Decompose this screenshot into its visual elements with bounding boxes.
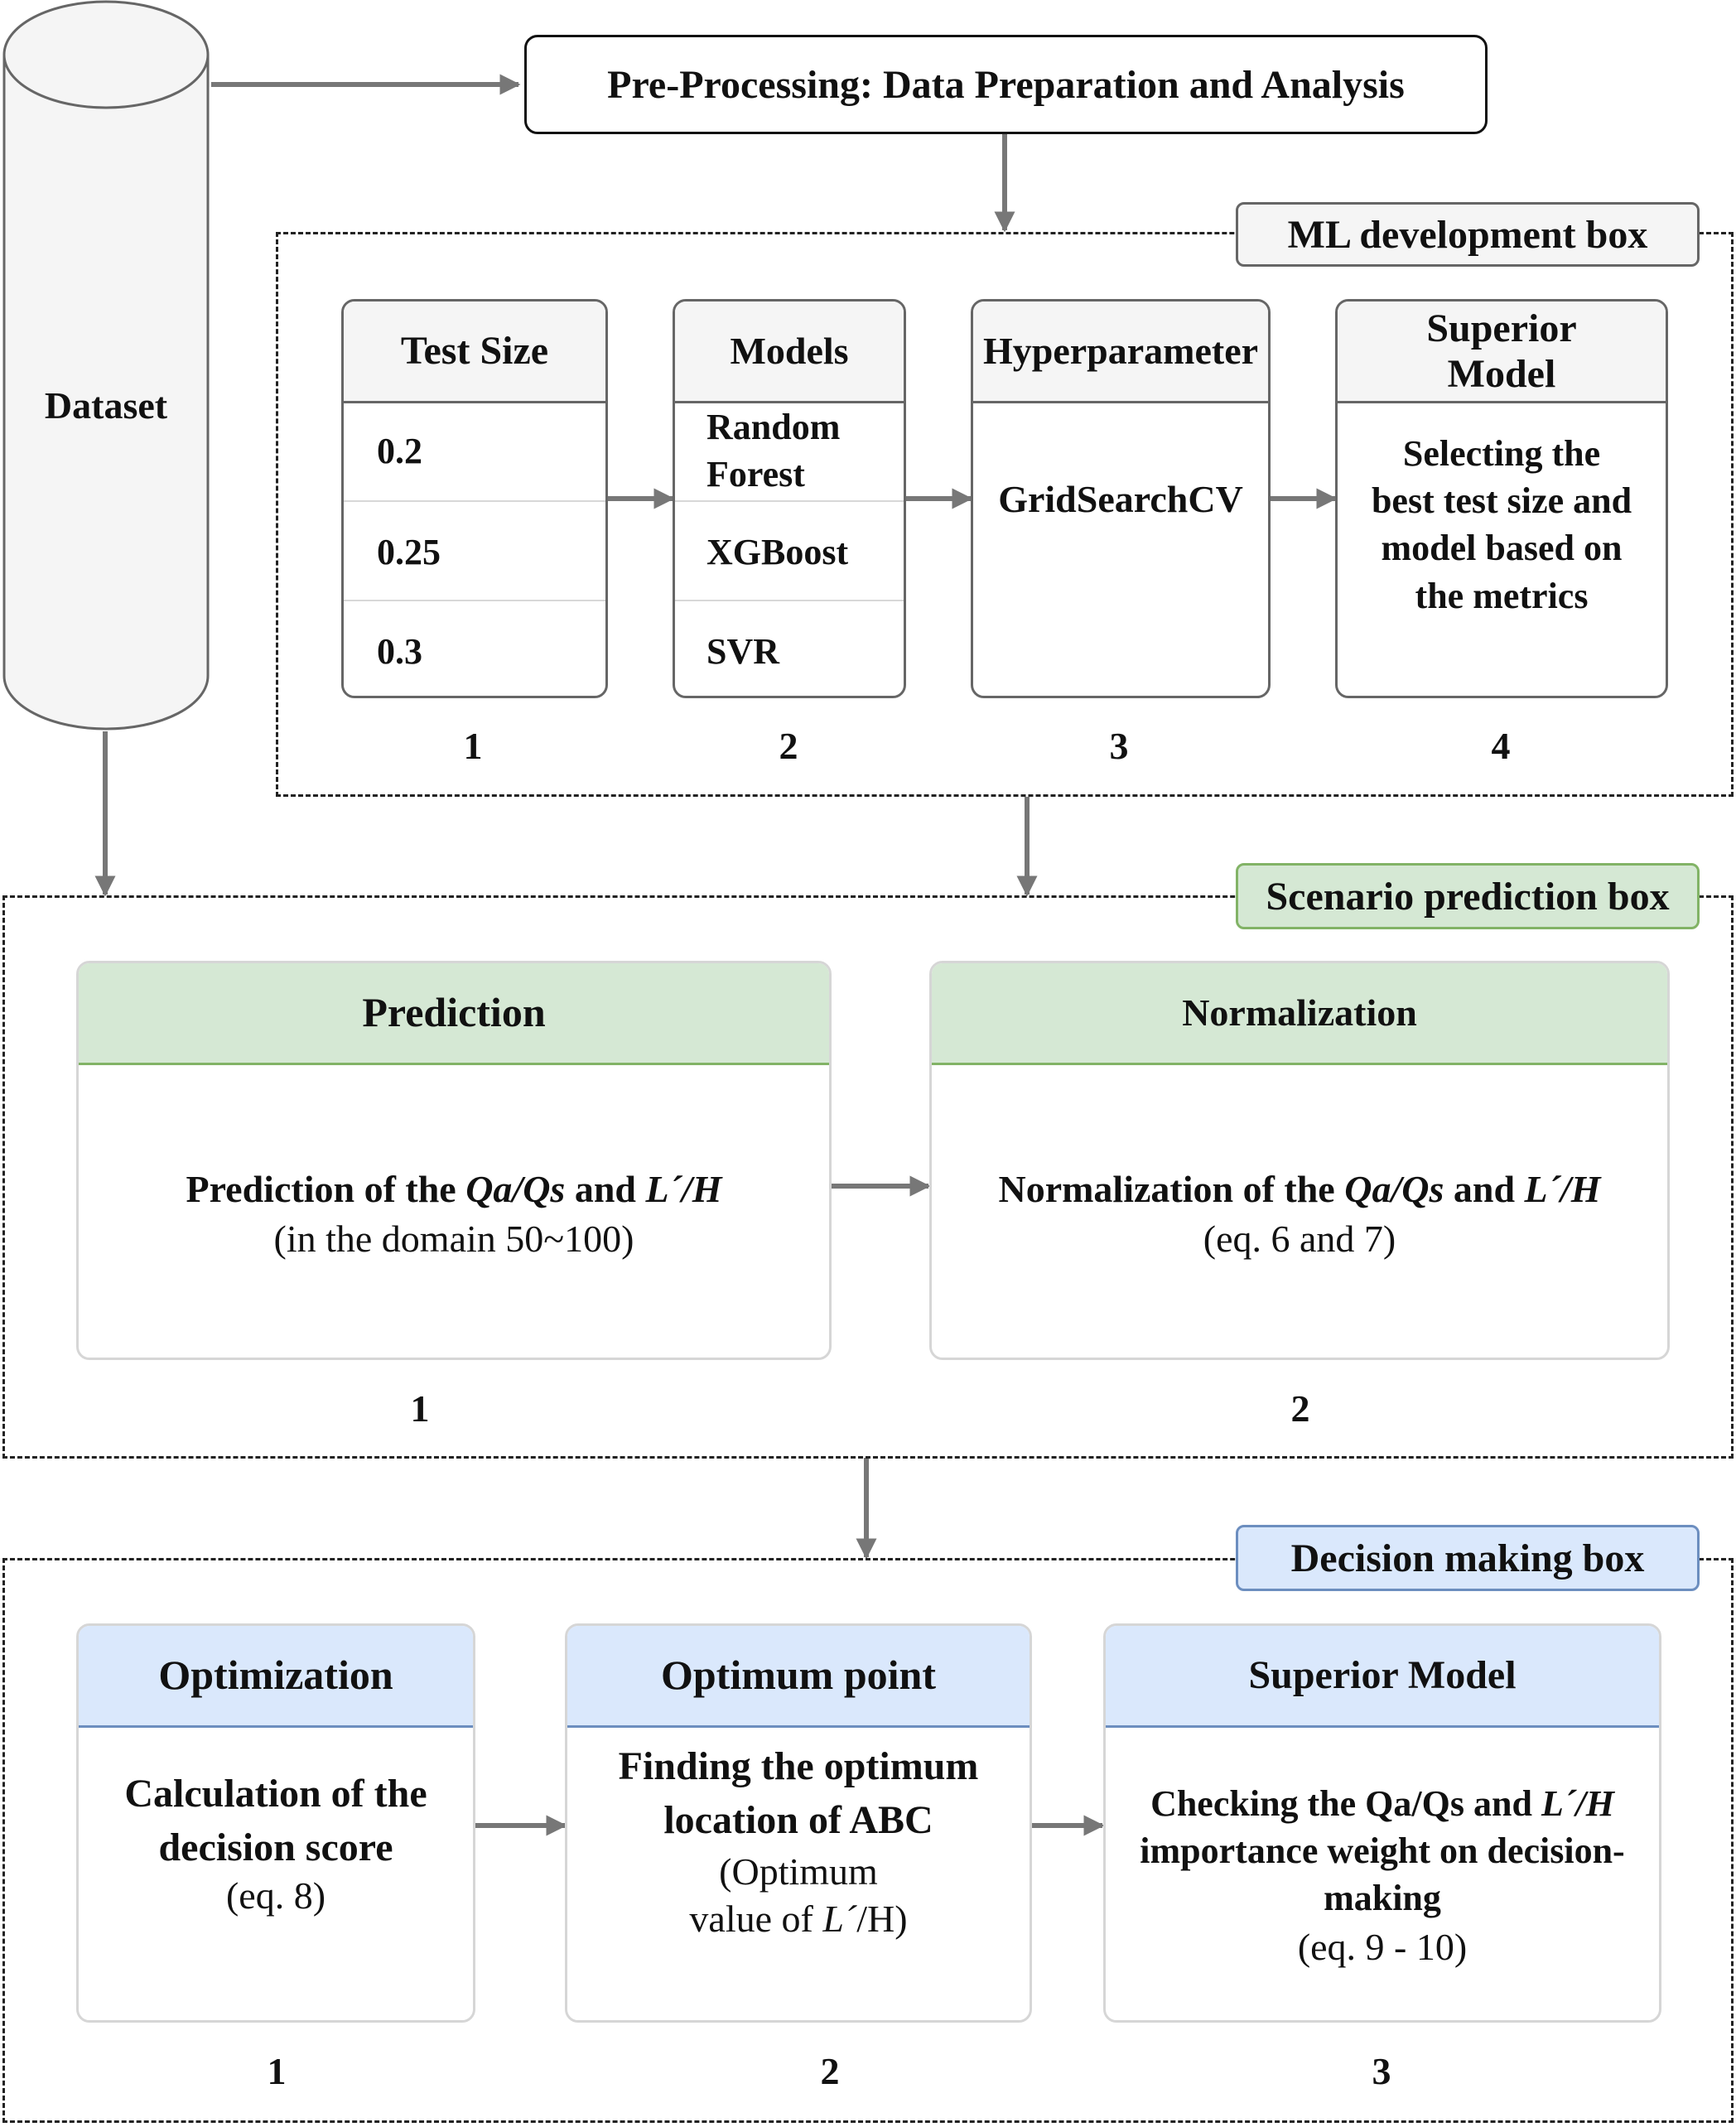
step-number: 4 [1491,725,1511,767]
decision-superior-text: making [1324,1878,1441,1919]
prediction-text: Prediction of the [186,1168,466,1210]
decision-making-group [2,1558,1734,2123]
decision-making-tag: Decision making box [1236,1525,1700,1591]
optimization-eq: (eq. 8) [225,1874,326,1917]
ml-development-group [276,232,1734,797]
optimum-point-body: Finding the optimum location of ABC (Opt… [567,1740,1030,1943]
models-title: Models [675,301,904,403]
optimum-point-text: (Optimum [719,1850,878,1893]
test-size-value: 0.3 [344,600,605,696]
ml-superior-model-card: Superior Model Selecting the best test s… [1335,299,1668,698]
normalization-lh: L´/H [1524,1168,1601,1210]
optimum-point-text: Finding the optimum [618,1744,979,1788]
model-item-label: Random Forest [706,406,841,494]
optimization-text: Calculation of the [124,1772,427,1816]
prediction-body: Prediction of the Qa/Qs and L´/H (in the… [79,1165,829,1264]
test-size-title: Test Size [344,301,605,403]
model-item: SVR [675,600,904,696]
preprocessing-box: Pre-Processing: Data Preparation and Ana… [524,35,1488,134]
prediction-qa-qs: Qa/Qs [465,1168,566,1210]
normalization-card: Normalization Normalization of the Qa/Qs… [929,961,1670,1360]
normalization-body: Normalization of the Qa/Qs and L´/H (eq.… [932,1165,1667,1264]
decision-superior-text: importance weight on decision- [1140,1830,1625,1872]
model-item: XGBoost [675,500,904,601]
optimization-card: Optimization Calculation of the decision… [76,1623,475,2023]
step-number: 3 [1372,2050,1391,2092]
hyperparameter-body: GridSearchCV [998,478,1243,520]
hyperparameter-card: Hyperparameter GridSearchCV [971,299,1271,698]
test-size-value: 0.25 [344,500,605,601]
dataset-cylinder: Dataset [0,0,215,733]
decision-superior-text: Checking the Qa/Qs and [1150,1783,1541,1824]
normalization-text: Normalization of the [998,1168,1345,1210]
prediction-title: Prediction [79,963,829,1065]
optimum-point-title: Optimum point [567,1626,1030,1728]
optimum-point-l: L´ [822,1898,857,1941]
test-size-card: Test Size 0.2 0.25 0.3 [341,299,608,698]
optimum-point-text: location of ABC [663,1797,933,1842]
optimum-point-value: value of L´/H) [567,1895,1030,1943]
step-number: 1 [410,1387,430,1430]
prediction-text: and [565,1168,646,1210]
ml-development-tag: ML development box [1236,202,1700,267]
test-size-value: 0.2 [377,430,422,471]
models-card: Models Random Forest XGBoost SVR [673,299,906,698]
model-item: Random Forest [675,401,904,500]
ml-superior-model-body: Selecting the best test size and model b… [1371,433,1632,616]
optimization-title: Optimization [79,1626,473,1728]
step-number: 1 [463,725,483,767]
step-number: 2 [820,2050,840,2092]
optimization-text: decision score [158,1826,393,1870]
step-number: 2 [1290,1387,1310,1430]
prediction-lh: L´/H [645,1168,722,1210]
optimum-point-text: value of [689,1898,823,1941]
normalization-qa-qs: Qa/Qs [1344,1168,1444,1210]
normalization-title: Normalization [932,963,1667,1065]
hyperparameter-title: Hyperparameter [973,301,1268,403]
scenario-prediction-group [2,895,1734,1459]
scenario-prediction-tag: Scenario prediction box [1236,863,1700,929]
preprocessing-label: Pre-Processing: Data Preparation and Ana… [607,62,1405,107]
decision-superior-model-title: Superior Model [1106,1626,1659,1728]
decision-superior-lh: L´/H [1541,1783,1614,1824]
step-number: 2 [779,725,798,767]
optimum-point-card: Optimum point Finding the optimum locati… [565,1623,1032,2023]
step-number: 3 [1109,725,1129,767]
decision-superior-model-body: Checking the Qa/Qs and L´/H importance w… [1106,1780,1659,1971]
normalization-eq: (eq. 6 and 7) [1203,1217,1396,1260]
step-number: 1 [267,2050,287,2092]
database-icon [2,0,210,731]
prediction-domain: (in the domain 50~100) [273,1217,634,1260]
dataset-label: Dataset [44,384,168,427]
decision-superior-eq: (eq. 9 - 10) [1297,1925,1468,1968]
ml-superior-model-title: Superior Model [1338,301,1666,403]
optimization-body: Calculation of the decision score (eq. 8… [79,1767,473,1917]
optimum-point-text: /H) [856,1898,908,1941]
normalization-text: and [1444,1168,1525,1210]
decision-superior-model-card: Superior Model Checking the Qa/Qs and L´… [1103,1623,1661,2023]
prediction-card: Prediction Prediction of the Qa/Qs and L… [76,961,832,1360]
